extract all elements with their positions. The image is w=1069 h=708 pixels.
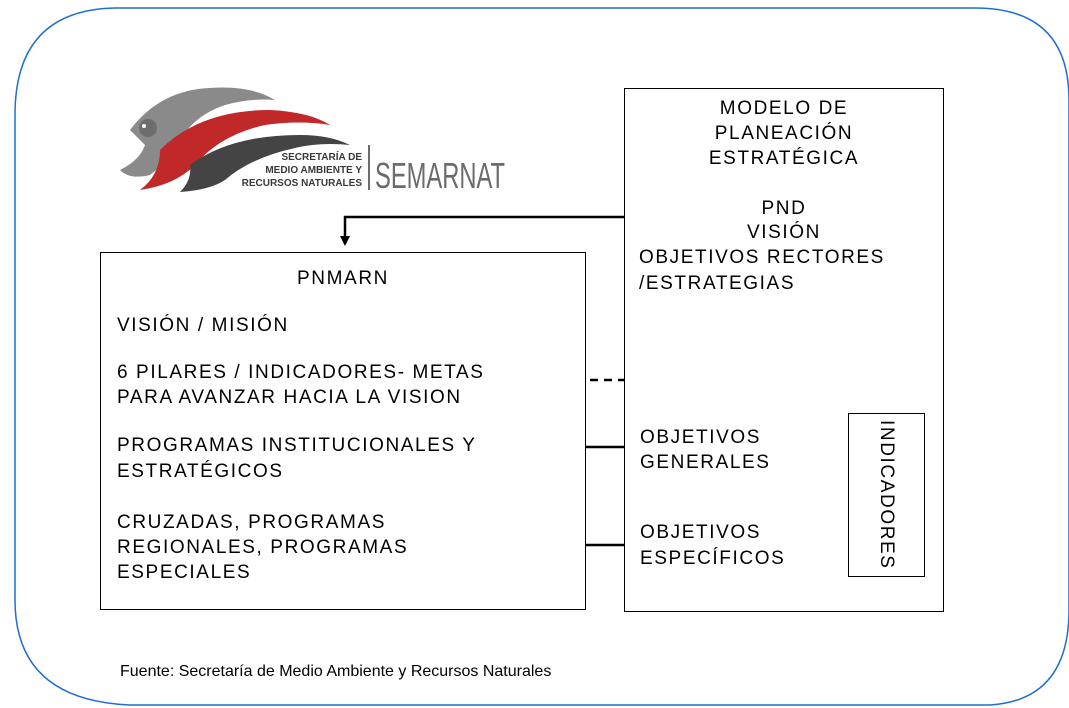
pnmarn-programas-line-1: PROGRAMAS INSTITUCIONALES Y xyxy=(117,435,477,456)
eagle-emblem-icon xyxy=(120,87,350,192)
objetivos-generales-line-2: GENERALES xyxy=(640,452,771,473)
objetivos-especificos-line-2: ESPECÍFICOS xyxy=(640,548,786,569)
logo-brand: SEMARNAT xyxy=(375,155,505,196)
indicadores-label: INDICADORES xyxy=(876,420,897,570)
pnmarn-cruzadas-line-1: CRUZADAS, PROGRAMAS xyxy=(117,512,386,533)
indicadores-box xyxy=(848,413,925,577)
pnmarn-box xyxy=(100,252,586,610)
pnmarn-title: PNMARN xyxy=(297,268,389,289)
arrow-modelo-to-pnmarn xyxy=(340,215,624,246)
objetivos-rectores-line-1: OBJETIVOS RECTORES xyxy=(639,247,885,268)
logo-line-2: MEDIO AMBIENTE Y xyxy=(265,165,362,176)
pnd-vision-label: VISIÓN xyxy=(746,222,821,243)
logo-line-3: RECURSOS NATURALES xyxy=(242,178,363,189)
objetivos-generales-line-1: OBJETIVOS xyxy=(640,427,762,448)
logo-line-1: SECRETARÍA DE xyxy=(281,150,362,163)
modelo-title-line-1: MODELO DE xyxy=(719,98,849,119)
objetivos-rectores-line-2: /ESTRATEGIAS xyxy=(639,273,796,294)
pnmarn-cruzadas-line-2: REGIONALES, PROGRAMAS xyxy=(117,537,409,558)
pnmarn-vision: VISIÓN / MISIÓN xyxy=(117,315,289,336)
pnmarn-pilares-line-1: 6 PILARES / INDICADORES- METAS xyxy=(117,362,485,383)
pnd-label: PND xyxy=(761,198,807,219)
objetivos-especificos-line-1: OBJETIVOS xyxy=(640,522,762,543)
pnmarn-cruzadas-line-3: ESPECIALES xyxy=(117,562,252,583)
pnmarn-pilares-line-2: PARA AVANZAR HACIA LA VISION xyxy=(117,387,462,408)
semarnat-logo: SECRETARÍA DE MEDIO AMBIENTE Y RECURSOS … xyxy=(120,87,505,196)
modelo-title-line-3: ESTRATÉGICA xyxy=(708,148,860,169)
pnmarn-programas-line-2: ESTRATÉGICOS xyxy=(117,461,284,482)
source-note: Fuente: Secretaría de Medio Ambiente y R… xyxy=(120,663,552,680)
modelo-title-line-2: PLANEACIÓN xyxy=(714,123,854,144)
